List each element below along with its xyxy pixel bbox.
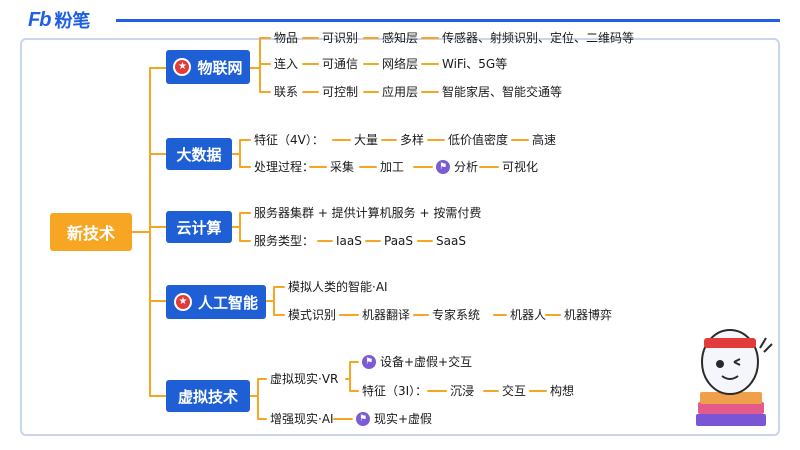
bigdata-item: 采集 bbox=[330, 160, 355, 174]
vr-label: 虚拟现实·VR bbox=[270, 372, 339, 386]
node-iot-label: 物联网 bbox=[197, 58, 243, 77]
vr-sub: 特征（3I）： bbox=[362, 384, 428, 398]
vr-sub: 设备+虚假+交互 bbox=[380, 355, 473, 369]
ai-item: 模拟人类的智能·AI bbox=[288, 280, 388, 294]
iot-item: 可识别 bbox=[322, 31, 359, 45]
cloud-item: PaaS bbox=[384, 234, 414, 248]
bigdata-item: 高速 bbox=[532, 133, 557, 147]
node-bigdata-label: 大数据 bbox=[176, 145, 222, 164]
brand-name: 粉笔 bbox=[54, 11, 91, 32]
iot-item: WiFi、5G等 bbox=[442, 57, 508, 71]
iot-item: 传感器、射频识别、定位、二维码等 bbox=[442, 31, 635, 45]
bigdata-item: 低价值密度 bbox=[448, 133, 509, 147]
cloud-item: 服务器集群 + 提供计算机服务 + 按需付费 bbox=[254, 206, 482, 220]
bigdata-item: 分析 bbox=[454, 160, 479, 174]
ai-item: 机器博弈 bbox=[564, 308, 613, 322]
cloud-item: SaaS bbox=[436, 234, 466, 248]
vr-sub: 沉浸 bbox=[450, 384, 475, 398]
iot-item: 连入 bbox=[274, 57, 299, 71]
flag-icon: ⚑ bbox=[356, 412, 370, 426]
bigdata-item: 大量 bbox=[354, 133, 379, 147]
header-rule bbox=[116, 19, 780, 22]
node-cloud: 云计算 bbox=[166, 211, 232, 243]
flag-icon: ⚑ bbox=[436, 160, 450, 174]
iot-item: 应用层 bbox=[382, 85, 419, 99]
node-ai-label: 人工智能 bbox=[197, 293, 258, 312]
bigdata-item: 多样 bbox=[400, 133, 425, 147]
iot-item: 可通信 bbox=[322, 57, 359, 71]
bigdata-item: 可视化 bbox=[502, 160, 539, 174]
ai-item: 机器人 bbox=[510, 308, 547, 322]
ai-item: 专家系统 bbox=[432, 308, 481, 322]
iot-item: 智能家居、智能交通等 bbox=[442, 85, 563, 99]
bigdata-item: 特征（4V）： bbox=[254, 133, 324, 147]
content-frame bbox=[20, 38, 780, 436]
vr-sub: 构想 bbox=[550, 384, 575, 398]
bigdata-item: 处理过程： bbox=[254, 160, 315, 174]
cloud-item: IaaS bbox=[336, 234, 362, 248]
root-node: 新技术 bbox=[50, 213, 132, 251]
mascot-illustration bbox=[690, 318, 778, 430]
iot-item: 联系 bbox=[274, 85, 299, 99]
brand-logo: Fb 粉笔 bbox=[28, 8, 91, 33]
node-ai: ★ 人工智能 bbox=[166, 285, 266, 319]
iot-item: 网络层 bbox=[382, 57, 419, 71]
bigdata-item: 加工 bbox=[380, 160, 405, 174]
ai-item: 机器翻译 bbox=[362, 308, 411, 322]
node-bigdata: 大数据 bbox=[166, 138, 232, 170]
node-iot: ★ 物联网 bbox=[166, 50, 250, 84]
ar-sub: 现实+虚假 bbox=[374, 412, 433, 426]
node-cloud-label: 云计算 bbox=[176, 218, 222, 237]
cloud-item: 服务类型： bbox=[254, 234, 315, 248]
mascot-icon bbox=[696, 329, 773, 426]
vr-sub: 交互 bbox=[502, 384, 527, 398]
iot-item: 感知层 bbox=[382, 31, 419, 45]
ai-item: 模式识别 bbox=[288, 308, 337, 322]
iot-item: 可控制 bbox=[322, 85, 359, 99]
logo-mark: Fb bbox=[28, 8, 51, 31]
iot-item: 物品 bbox=[274, 31, 299, 45]
flag-icon: ⚑ bbox=[362, 355, 376, 369]
star-icon: ★ bbox=[173, 293, 192, 311]
root-label: 新技术 bbox=[66, 224, 115, 243]
node-virtual: 虚拟技术 bbox=[166, 380, 250, 412]
node-virtual-label: 虚拟技术 bbox=[177, 387, 238, 406]
ar-label: 增强现实·AI bbox=[270, 412, 334, 426]
star-icon: ★ bbox=[173, 58, 192, 76]
